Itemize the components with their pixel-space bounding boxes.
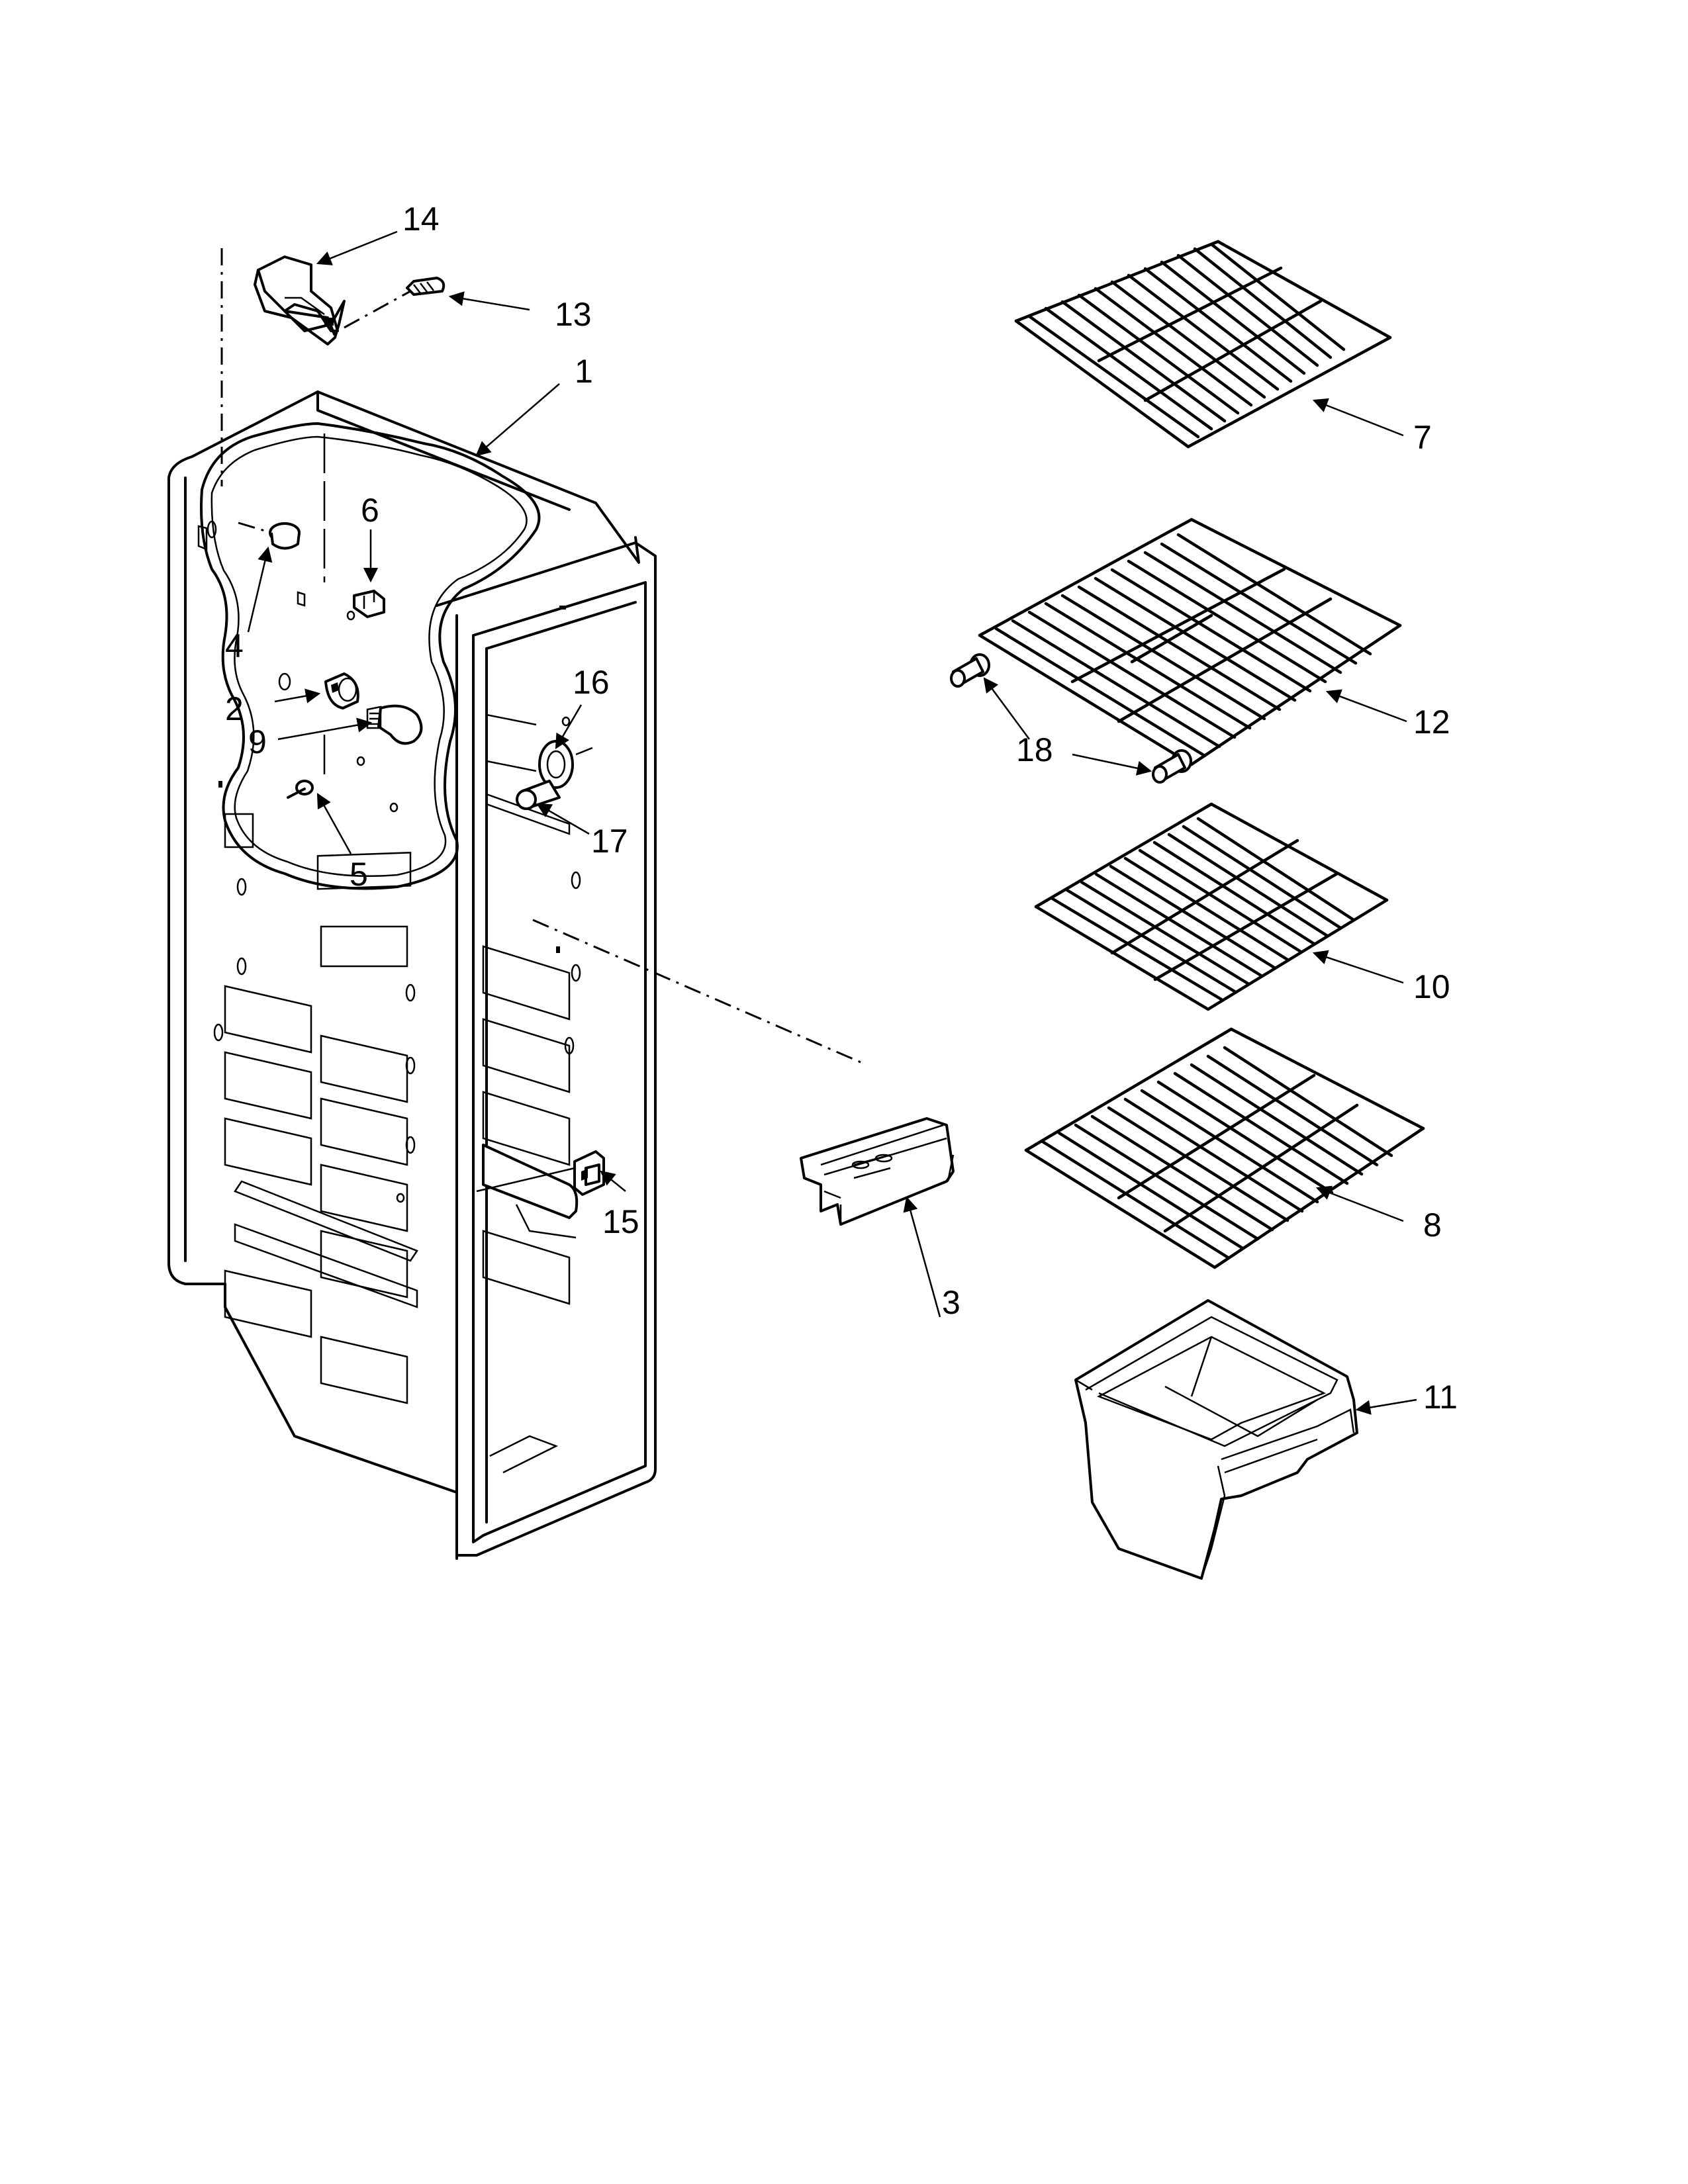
cover-part-3: [800, 1117, 955, 1226]
callout-8: 8: [1423, 1206, 1442, 1244]
sensor-part-5: [287, 780, 314, 799]
wire-shelf-part-7: [1014, 240, 1392, 449]
light-bulb-part-9: [366, 704, 423, 745]
shelf-pin-part-18: [950, 653, 990, 688]
callout-10: 10: [1413, 968, 1450, 1005]
screw-part-13: [406, 277, 445, 296]
leader-arrows: [247, 230, 1417, 1415]
callout-labels: 14 13 1 6 4 2 9 5 16 17 15 3 7 12 18 10 …: [225, 201, 1458, 1416]
assembly-line: [344, 290, 411, 329]
callout-2: 2: [225, 690, 244, 727]
callout-1: 1: [575, 353, 593, 390]
wire-shelf-part-8: [1024, 1027, 1425, 1269]
assembly-line: [532, 919, 861, 1064]
clip-part-6: [353, 590, 385, 618]
crisper-pan-part-11: [1074, 1299, 1358, 1580]
shelf-pin-part-18-b: [1152, 749, 1192, 784]
wire-shelf-part-10: [1034, 802, 1389, 1011]
callout-14: 14: [402, 201, 440, 238]
callout-4: 4: [225, 627, 244, 664]
callout-7: 7: [1413, 419, 1432, 456]
callout-16: 16: [573, 664, 610, 701]
callout-13: 13: [555, 296, 592, 333]
callout-12: 12: [1413, 704, 1450, 741]
light-bracket-part-14: [254, 255, 346, 345]
light-socket-part-2: [324, 672, 359, 709]
shelf-support-part-16-17: [516, 740, 593, 810]
callout-15: 15: [602, 1203, 639, 1240]
thermostat-knob-part-4: [269, 522, 301, 550]
callout-5: 5: [350, 856, 368, 893]
callout-3: 3: [942, 1284, 961, 1321]
callout-17: 17: [591, 823, 628, 860]
callout-18: 18: [1016, 731, 1053, 768]
wire-shelf-part-12: [978, 518, 1402, 766]
assembly-line: [238, 522, 272, 534]
callout-11: 11: [1423, 1379, 1458, 1416]
callout-9: 9: [248, 723, 267, 760]
callout-6: 6: [361, 492, 379, 529]
freezer-liner: [167, 390, 657, 1560]
